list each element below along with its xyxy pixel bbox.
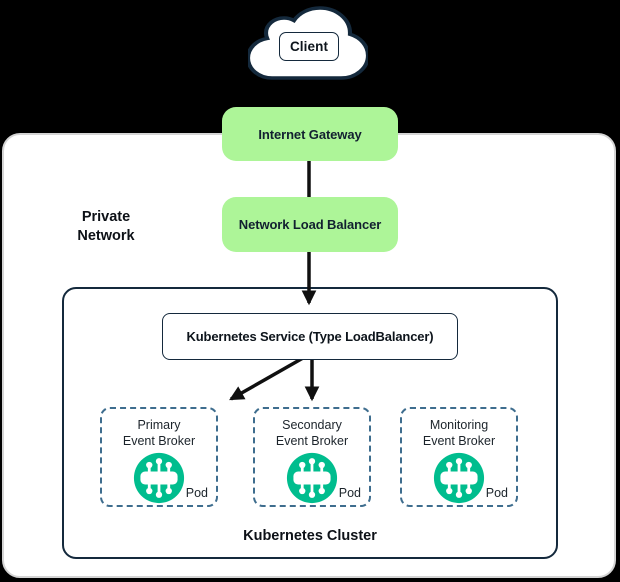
monitoring-pod-badge: Pod	[485, 486, 508, 500]
secondary-event-broker-pod: Secondary Event Broker Pod	[253, 407, 371, 507]
kubernetes-service-label: Kubernetes Service (Type LoadBalancer)	[186, 329, 434, 344]
client-node: Client	[279, 32, 339, 61]
secondary-event-broker-label: Secondary Event Broker	[255, 417, 369, 450]
primary-label-line2: Event Broker	[122, 434, 196, 449]
network-load-balancer-label: Network Load Balancer	[238, 217, 382, 232]
kubernetes-cluster-label: Kubernetes Cluster	[243, 528, 377, 544]
private-network-line1: Private	[81, 209, 131, 225]
monitoring-label-line1: Monitoring	[429, 418, 489, 432]
client-label: Client	[289, 39, 329, 54]
primary-event-broker-pod: Primary Event Broker Pod	[100, 407, 218, 507]
network-load-balancer-node: Network Load Balancer	[222, 197, 398, 252]
monitoring-event-broker-pod: Monitoring Event Broker Pod	[400, 407, 518, 507]
private-network-line2: Network	[77, 227, 135, 244]
event-broker-icon	[286, 452, 338, 503]
secondary-label-line2: Event Broker	[275, 434, 349, 449]
private-network-label: Private Network	[48, 208, 164, 245]
internet-gateway-node: Internet Gateway	[222, 107, 398, 161]
monitoring-event-broker-label: Monitoring Event Broker	[402, 417, 516, 450]
primary-pod-badge: Pod	[185, 486, 208, 500]
monitoring-label-line2: Event Broker	[422, 434, 496, 449]
primary-event-broker-label: Primary Event Broker	[102, 417, 216, 450]
secondary-label-line1: Secondary	[282, 418, 342, 432]
secondary-pod-badge: Pod	[338, 486, 361, 500]
event-broker-icon	[433, 452, 485, 503]
primary-label-line1: Primary	[137, 418, 181, 432]
event-broker-icon	[133, 452, 185, 503]
kubernetes-service-node: Kubernetes Service (Type LoadBalancer)	[162, 313, 458, 360]
internet-gateway-label: Internet Gateway	[258, 126, 362, 142]
